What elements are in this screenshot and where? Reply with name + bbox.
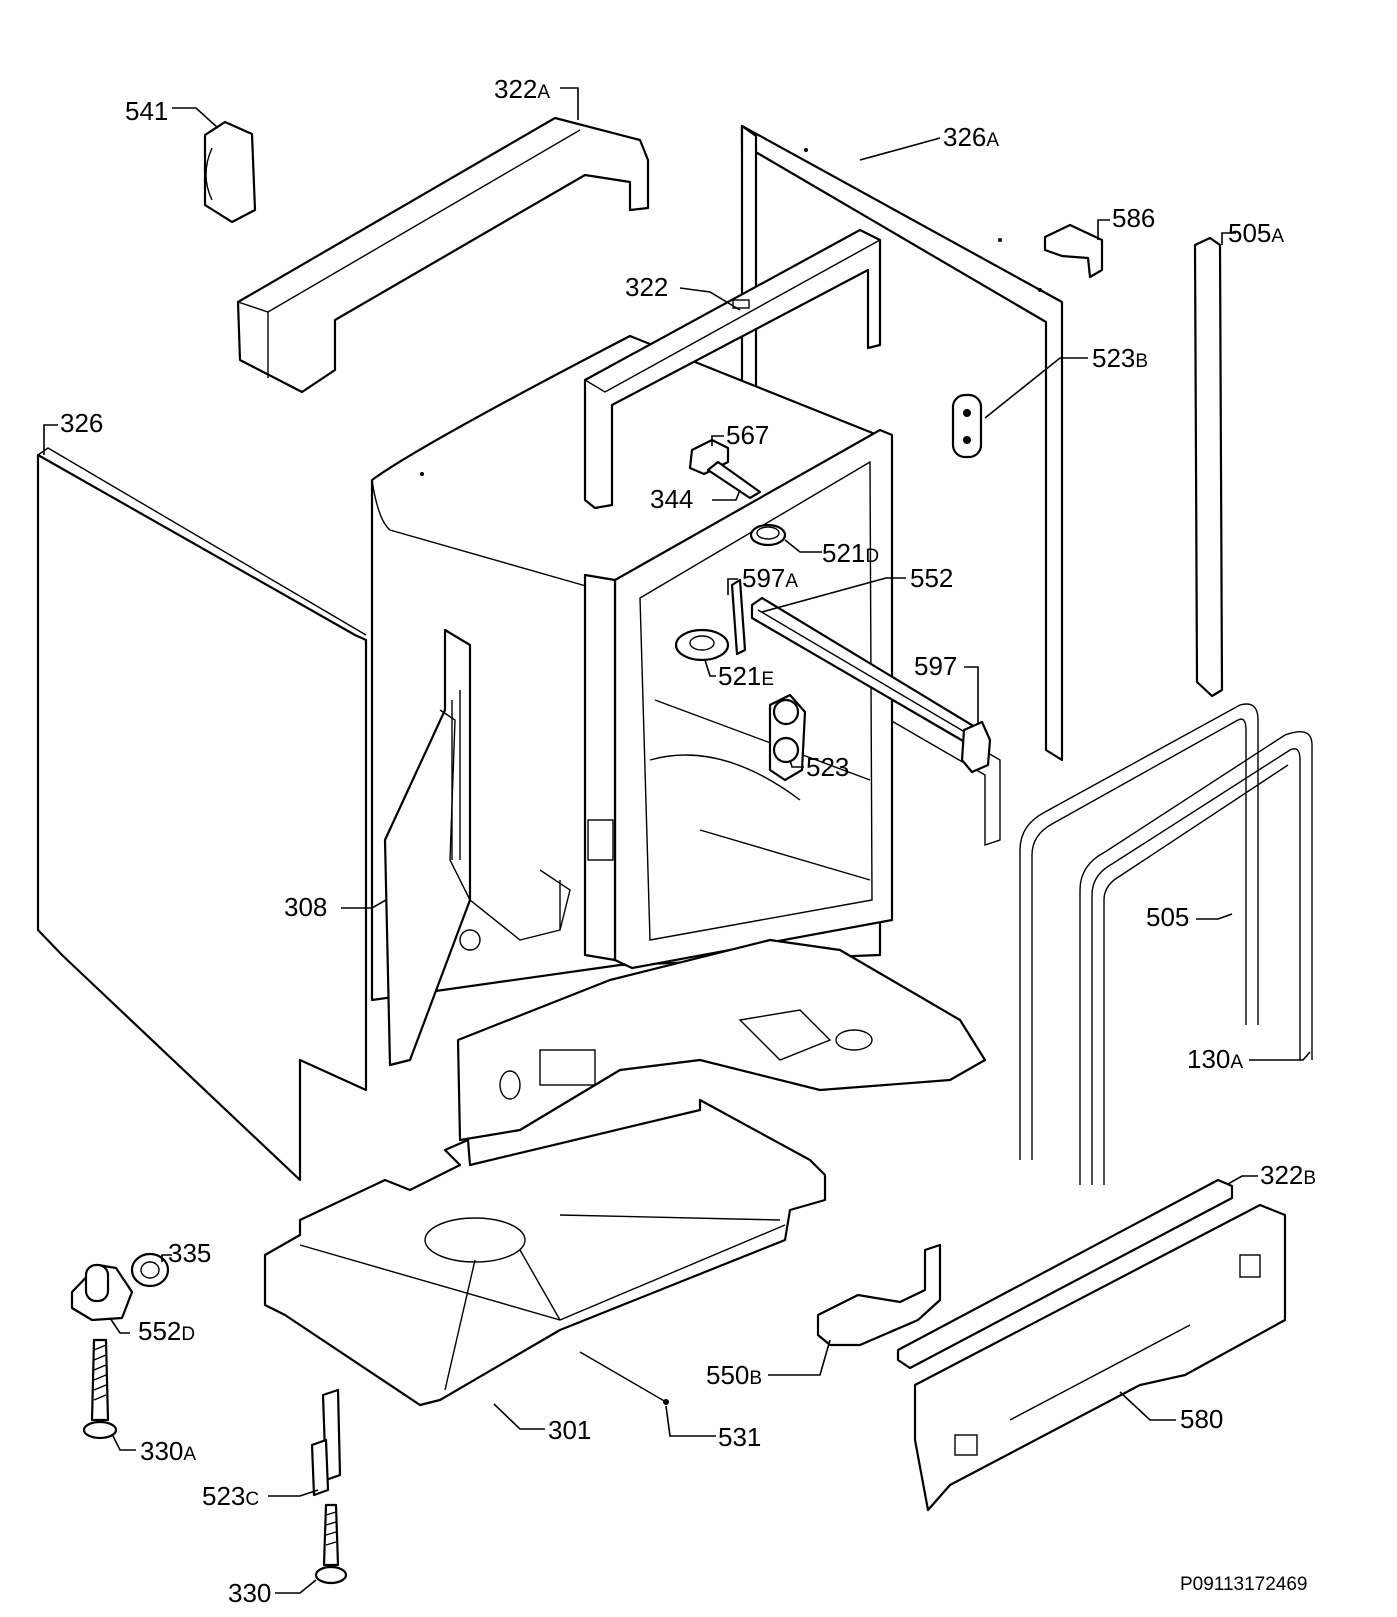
part-330a-screw	[82, 1338, 118, 1440]
label-130a: 130A	[1187, 1044, 1243, 1074]
part-597-end-cap	[960, 720, 992, 774]
drawing-code: P09113172469	[1180, 1574, 1308, 1595]
part-326-side-panel	[36, 447, 368, 1182]
part-541-clip	[203, 120, 257, 224]
part-550b-bracket	[816, 1243, 942, 1347]
leader-lines	[43, 87, 1311, 1594]
label-580: 580	[1180, 1404, 1223, 1434]
label-308: 308	[284, 892, 327, 922]
part-330-screw	[314, 1503, 348, 1585]
base-frame	[456, 938, 987, 1142]
part-505-door-seal	[1019, 703, 1259, 1160]
part-505a-side-strip	[1193, 236, 1224, 698]
label-335: 335	[168, 1238, 211, 1268]
part-580-plinth	[913, 1203, 1287, 1512]
part-531-wire	[579, 1351, 669, 1405]
part-521e-ring	[674, 628, 730, 662]
part-567-344-latch	[688, 438, 762, 500]
label-552: 552	[910, 563, 953, 593]
part-322-upper-frame	[583, 228, 882, 510]
label-523: 523	[806, 752, 849, 782]
label-541: 541	[125, 96, 168, 126]
label-523b: 523B	[1092, 343, 1148, 373]
label-326a: 326A	[943, 122, 999, 152]
part-586-bracket	[1043, 223, 1104, 279]
part-301-base-tray	[263, 1098, 827, 1407]
label-523c: 523C	[202, 1481, 259, 1511]
door-frame	[583, 428, 894, 970]
part-552d-foot	[70, 1263, 134, 1322]
label-505a: 505A	[1228, 218, 1284, 248]
label-326: 326	[60, 408, 103, 438]
label-552d: 552D	[138, 1316, 195, 1346]
part-335-gear	[130, 1252, 170, 1288]
label-505: 505	[1146, 902, 1189, 932]
label-521e: 521E	[718, 661, 774, 691]
label-344: 344	[650, 484, 693, 514]
part-322b-kick-trim	[896, 1178, 1234, 1370]
part-308-hinge-assembly	[383, 628, 571, 1067]
label-322: 322	[625, 272, 668, 302]
label-322a: 322A	[494, 74, 550, 104]
label-322b: 322B	[1260, 1160, 1316, 1190]
part-523b-grommet	[951, 393, 983, 459]
part-322a-top-trim	[236, 116, 650, 394]
label-597a: 597A	[742, 563, 798, 593]
part-labels: 541 322A 326A 586 505A 322 523B 326 567 …	[60, 74, 1316, 1608]
label-330a: 330A	[140, 1436, 196, 1466]
part-597a-pin	[730, 578, 747, 656]
part-523-connectors	[768, 693, 807, 782]
label-550b: 550B	[706, 1360, 762, 1390]
label-531: 531	[718, 1422, 761, 1452]
label-301: 301	[548, 1415, 591, 1445]
part-523c-bracket	[310, 1388, 342, 1497]
label-567: 567	[726, 420, 769, 450]
label-330: 330	[228, 1578, 271, 1608]
label-597: 597	[914, 651, 957, 681]
part-521d-cap	[749, 523, 787, 547]
label-586: 586	[1112, 203, 1155, 233]
part-130a-seal	[1079, 731, 1313, 1185]
label-521d: 521D	[822, 538, 879, 568]
